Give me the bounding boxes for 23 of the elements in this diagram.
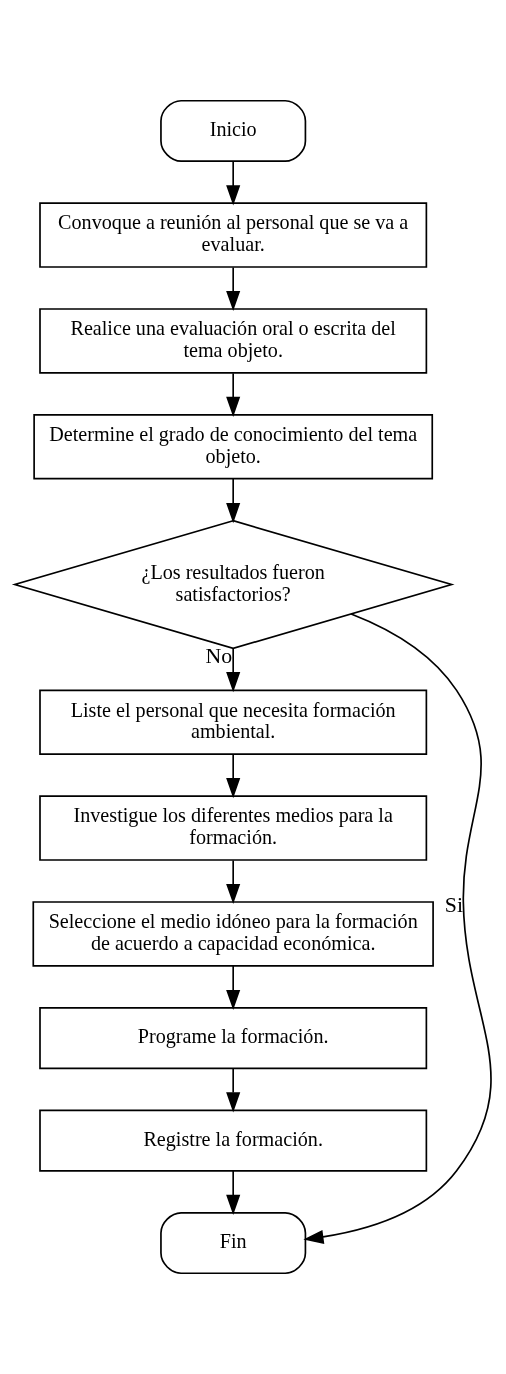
arrow — [226, 647, 241, 693]
node-box: Investigue los diferentes medios para la formación. — [39, 795, 428, 861]
node-box: Fin — [160, 1211, 307, 1275]
arrow — [226, 1170, 241, 1215]
arrow — [226, 478, 241, 524]
node-box: Liste el personal que necesita formación ambiental. — [39, 689, 428, 756]
node-diamond: ¿Los resultados fueron satisfactorios? — [11, 519, 455, 650]
node-box: Determine el grado de conocimiento del tema objeto. — [33, 414, 434, 480]
node-box: Convoque a reunión al personal que se va a evaluar. — [39, 202, 428, 268]
node-box: Inicio — [160, 99, 307, 163]
arrow — [226, 965, 241, 1011]
arrow — [226, 1067, 241, 1113]
arrow — [226, 160, 241, 206]
node-box: Registre la formación. — [39, 1109, 428, 1172]
arrow — [303, 613, 492, 1244]
arrow — [226, 266, 241, 312]
edge-label: Si — [444, 892, 463, 917]
arrow — [226, 859, 241, 905]
arrow — [226, 372, 241, 417]
arrow — [226, 753, 241, 799]
node-box: Realice una evaluación oral o escrita del tema objeto. — [39, 308, 428, 374]
node-box: Seleccione el medio idóneo para la formación de acuerdo a capacidad económica. — [32, 901, 434, 967]
node-box: Programe la formación. — [39, 1007, 428, 1070]
